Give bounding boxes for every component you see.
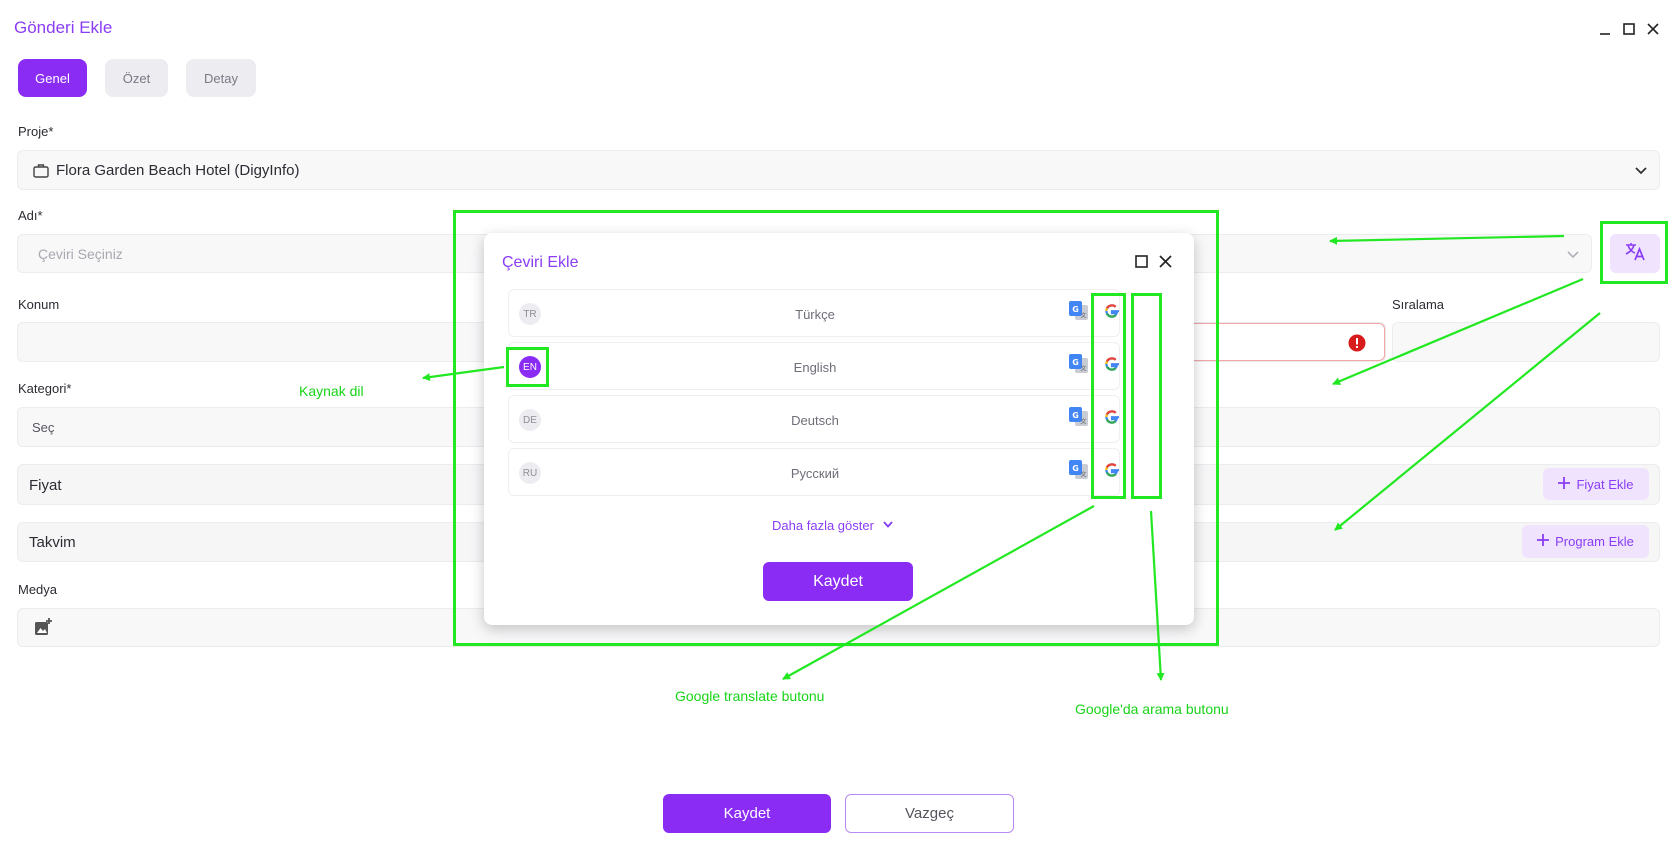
project-label: Proje*: [18, 124, 54, 139]
order-label: Sıralama: [1392, 297, 1445, 312]
add-image-icon[interactable]: [34, 618, 52, 641]
annotation-modal-frame: [453, 210, 1219, 646]
modal-save-button[interactable]: Kaydet: [763, 562, 913, 601]
svg-text:G: G: [1072, 305, 1079, 314]
source-language-badge[interactable]: EN: [519, 356, 541, 378]
annotation-gsearch-frame: [1131, 293, 1162, 499]
category-placeholder: Seç: [32, 420, 55, 435]
chevron-down-icon: [1634, 164, 1648, 182]
svg-text:文: 文: [1080, 364, 1086, 372]
google-search-button[interactable]: [1099, 406, 1125, 432]
price-label: Fiyat: [29, 477, 62, 494]
google-icon: [1103, 302, 1121, 325]
add-program-label: Program Ekle: [1555, 534, 1634, 549]
calendar-label: Takvim: [29, 534, 76, 551]
maximize-icon[interactable]: [1135, 255, 1148, 273]
annotation-google-search: Google'da arama butonu: [1075, 701, 1229, 717]
project-select[interactable]: Flora Garden Beach Hotel (DigyInfo): [17, 150, 1660, 190]
location-label: Konum: [18, 297, 60, 312]
google-icon: [1103, 408, 1121, 431]
annotation-source-frame: [506, 347, 549, 387]
google-icon: [1103, 355, 1121, 378]
show-more-label: Daha fazla göster: [772, 518, 874, 533]
plus-icon: [1537, 534, 1550, 549]
svg-text:G: G: [1072, 411, 1079, 420]
language-code-badge[interactable]: RU: [519, 462, 541, 484]
window-title: Gönderi Ekle: [14, 18, 113, 37]
google-search-button[interactable]: [1099, 353, 1125, 379]
modal-title: Çeviri Ekle: [502, 254, 579, 271]
save-button[interactable]: Kaydet: [663, 794, 831, 833]
tab-genel[interactable]: Genel: [18, 59, 87, 97]
language-name: Русский: [790, 465, 840, 481]
chevron-down-icon: [1566, 248, 1580, 266]
briefcase-icon: [33, 163, 49, 183]
svg-text:文: 文: [1080, 470, 1086, 478]
annotation-google-translate: Google translate butonu: [675, 688, 825, 704]
language-name: English: [793, 359, 837, 375]
language-code-badge[interactable]: DE: [519, 409, 541, 431]
annotation-source-language: Kaynak dil: [299, 383, 364, 399]
chevron-down-icon: [882, 518, 894, 533]
language-name: Türkçe: [795, 306, 835, 322]
show-more-button[interactable]: Daha fazla göster: [772, 518, 894, 533]
google-search-button[interactable]: [1099, 300, 1125, 326]
add-price-button[interactable]: Fiyat Ekle: [1543, 468, 1649, 500]
tab-detay[interactable]: Detay: [186, 59, 256, 97]
media-label: Medya: [18, 582, 58, 597]
svg-text:文: 文: [1080, 311, 1086, 319]
name-placeholder: Çeviri Seçiniz: [38, 246, 123, 262]
svg-text:G: G: [1072, 358, 1079, 367]
minimize-icon[interactable]: [1596, 20, 1614, 38]
annotation-gtranslate-frame: [1091, 293, 1126, 499]
location-error-border: [1193, 323, 1385, 361]
add-program-button[interactable]: Program Ekle: [1522, 525, 1649, 558]
cancel-button[interactable]: Vazgeç: [845, 794, 1014, 833]
svg-text:G: G: [1072, 464, 1079, 473]
svg-text:文: 文: [1080, 417, 1086, 425]
annotation-translate-frame: [1600, 221, 1668, 284]
google-icon: [1103, 461, 1121, 484]
close-icon[interactable]: [1644, 20, 1662, 38]
maximize-icon[interactable]: [1620, 20, 1638, 38]
language-code-badge[interactable]: TR: [519, 303, 541, 325]
name-label: Adı*: [18, 208, 43, 223]
tab-ozet[interactable]: Özet: [105, 59, 168, 97]
translate-icon: [1624, 240, 1646, 267]
add-price-label: Fiyat Ekle: [1576, 476, 1634, 492]
translate-button[interactable]: [1610, 234, 1660, 273]
project-value: Flora Garden Beach Hotel (DigyInfo): [56, 162, 300, 179]
order-input[interactable]: [1392, 322, 1660, 362]
error-icon: [1348, 334, 1366, 357]
plus-icon: [1558, 476, 1571, 492]
google-search-button[interactable]: [1099, 459, 1125, 485]
close-icon[interactable]: [1159, 255, 1172, 273]
category-label: Kategori*: [18, 381, 72, 396]
language-name: Deutsch: [791, 412, 839, 428]
